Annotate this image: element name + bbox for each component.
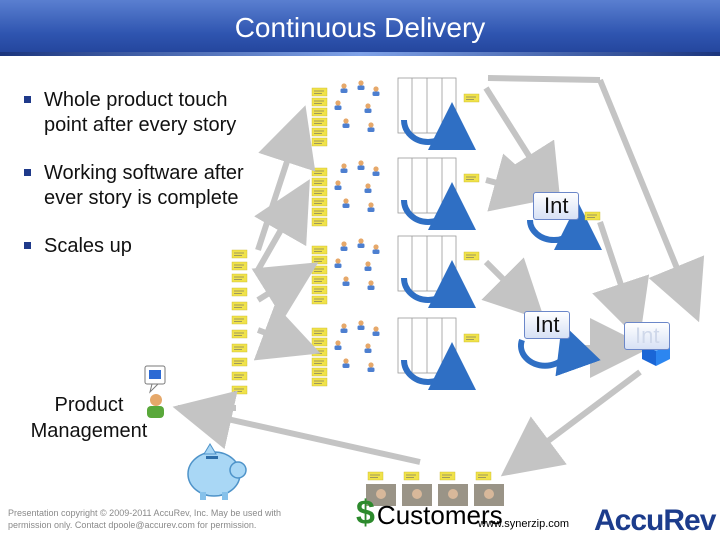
team-row-1 [312, 78, 479, 146]
customers-label: $Customers [356, 494, 503, 533]
integration-label: Int [624, 322, 671, 350]
product-management-label: Product Management [30, 394, 148, 442]
person-icon [147, 394, 164, 418]
customers-text: Customers [376, 500, 503, 530]
bullet-item: Scales up [22, 234, 252, 259]
bullet-list: Whole product touch point after every st… [22, 88, 252, 282]
team-row-4 [312, 318, 479, 386]
copyright-text: Presentation copyright © 2009-2011 AccuR… [8, 508, 281, 530]
bullet-item: Whole product touch point after every st… [22, 88, 252, 138]
piggy-bank-icon [187, 443, 247, 500]
page-title: Continuous Delivery [234, 12, 486, 43]
team-row-2 [312, 158, 479, 226]
cycle-arrow-icon [518, 323, 601, 377]
website-text: www.synerzip.com [478, 518, 570, 530]
integration-label: Int [533, 192, 580, 220]
accurev-logo: AccuRev [594, 504, 716, 537]
cycle-arrow-icon [527, 202, 602, 251]
dollar-icon: $ [356, 494, 375, 532]
bullet-item: Working software after ever story is com… [22, 161, 252, 211]
integration-label: Int [524, 311, 571, 339]
team-row-3 [312, 236, 479, 304]
customer-photos [366, 471, 504, 506]
backlog-sticky-column [231, 249, 248, 395]
title-bar [0, 0, 720, 56]
speech-bubble-icon [144, 365, 166, 394]
